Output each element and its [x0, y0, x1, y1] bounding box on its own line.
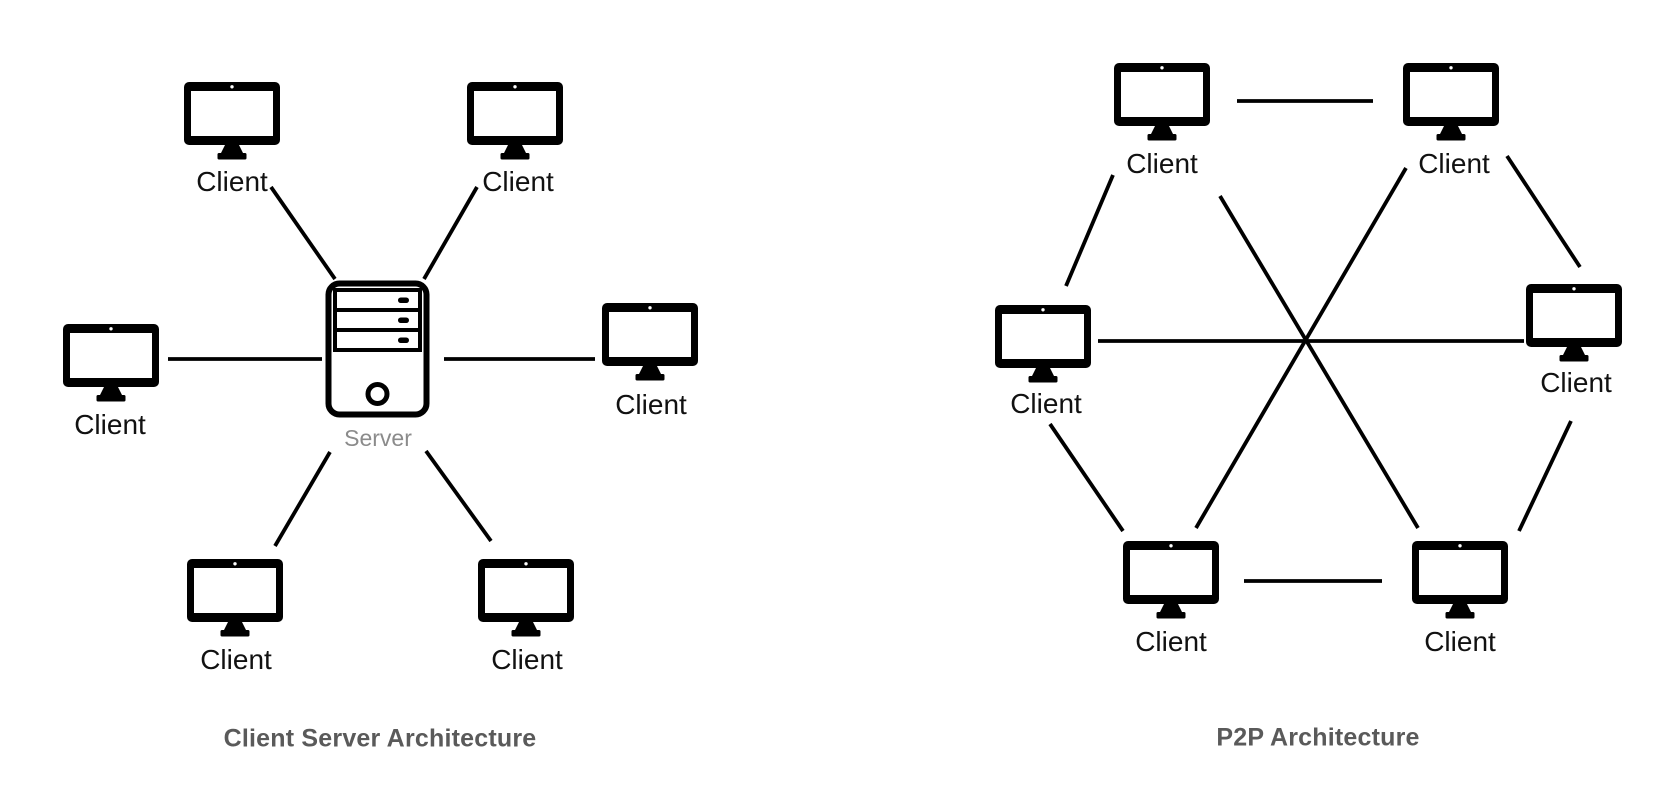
node-client-bottom-right-label: Client — [491, 644, 563, 675]
node-client-bottom-right: Client — [478, 559, 574, 675]
server-icon — [329, 284, 427, 415]
edge-peer-mid-right-to-peer-bottom-right — [1517, 420, 1573, 532]
node-server: Server — [329, 284, 427, 451]
monitor-icon — [184, 82, 280, 160]
node-peer-mid-right: Client — [1526, 284, 1622, 398]
node-peer-mid-left-label: Client — [1010, 388, 1082, 419]
node-client-mid-right-label: Client — [615, 389, 687, 420]
edge-peer-mid-left-to-peer-bottom-left — [1048, 422, 1125, 533]
monitor-icon — [1526, 284, 1622, 362]
node-peer-bottom-left-label: Client — [1135, 626, 1207, 657]
node-client-bottom-left: Client — [187, 559, 283, 675]
node-peer-bottom-right: Client — [1412, 541, 1508, 657]
monitor-icon — [187, 559, 283, 637]
monitor-icon — [1403, 63, 1499, 141]
monitor-icon — [1412, 541, 1508, 619]
monitor-icon — [995, 305, 1091, 383]
edge-server-to-client-bottom-left — [273, 451, 332, 547]
monitor-icon — [1114, 63, 1210, 141]
node-client-top-left-label: Client — [196, 166, 268, 197]
node-peer-top-left: Client — [1114, 63, 1210, 179]
node-peer-mid-left: Client — [995, 305, 1091, 419]
node-peer-bottom-right-label: Client — [1424, 626, 1496, 657]
p2p-architecture-title: P2P Architecture — [1216, 723, 1420, 752]
edge-client-top-left-to-server — [269, 185, 337, 281]
node-peer-top-right-label: Client — [1418, 148, 1490, 179]
edge-peer-top-right-to-peer-bottom-left — [1194, 167, 1408, 529]
monitor-icon — [478, 559, 574, 637]
edge-peer-top-left-to-peer-mid-left — [1064, 174, 1115, 287]
edge-peer-top-left-to-peer-bottom-right — [1218, 195, 1420, 529]
node-client-mid-right: Client — [602, 303, 698, 420]
edge-peer-top-right-to-peer-mid-right — [1505, 154, 1582, 269]
monitor-icon — [602, 303, 698, 381]
monitor-icon — [63, 324, 159, 402]
monitor-icon — [467, 82, 563, 160]
node-server-label: Server — [344, 425, 412, 451]
node-client-bottom-left-label: Client — [200, 644, 272, 675]
client-server-architecture-title: Client Server Architecture — [223, 724, 537, 753]
node-client-top-right-label: Client — [482, 166, 554, 197]
node-client-mid-left-label: Client — [74, 409, 146, 440]
node-peer-top-right: Client — [1403, 63, 1499, 179]
edge-client-top-right-to-server — [422, 186, 479, 280]
node-client-top-left: Client — [184, 82, 280, 197]
node-client-mid-left: Client — [63, 324, 159, 440]
node-peer-mid-right-label: Client — [1540, 367, 1612, 398]
node-peer-bottom-left: Client — [1123, 541, 1219, 657]
node-client-top-right: Client — [467, 82, 563, 197]
edge-server-to-client-bottom-right — [424, 449, 493, 543]
monitor-icon — [1123, 541, 1219, 619]
node-peer-top-left-label: Client — [1126, 148, 1198, 179]
